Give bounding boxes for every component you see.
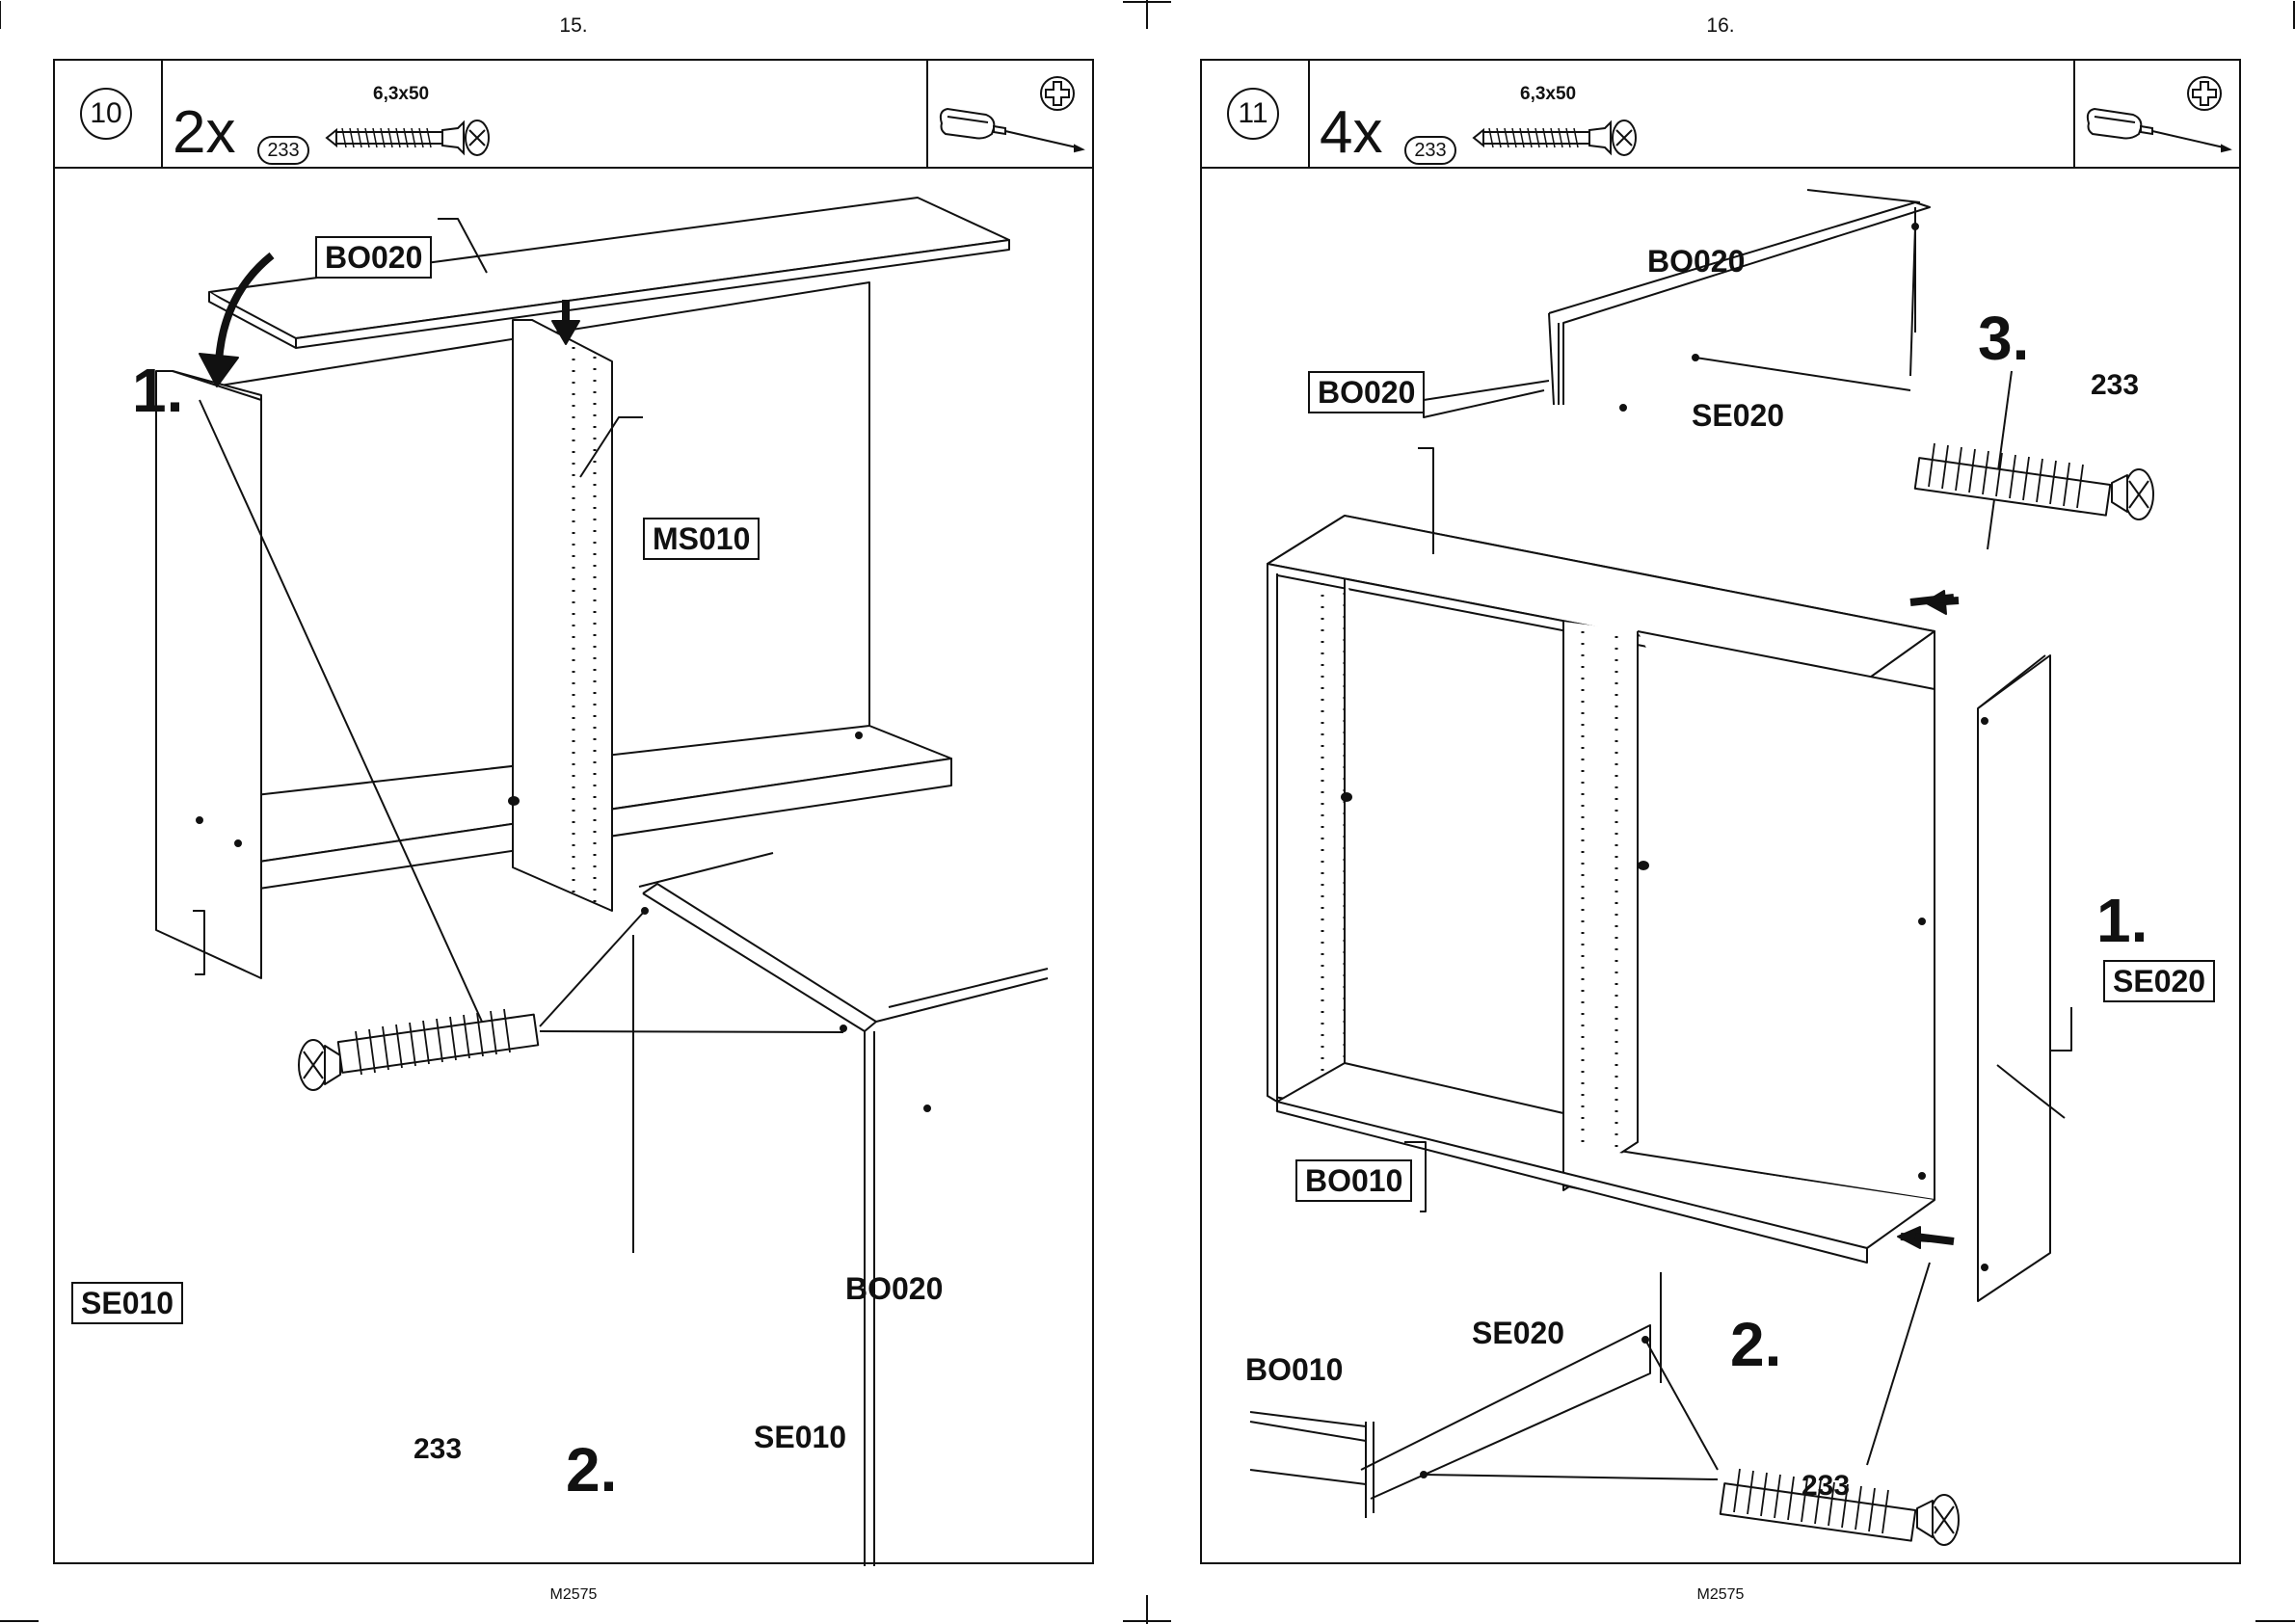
detail-label-top-top: BO020 <box>1647 244 1745 279</box>
screwdriver-icon <box>941 109 1082 151</box>
phillips-head-icon <box>2188 77 2221 110</box>
detail-label-top: BO020 <box>845 1271 943 1306</box>
detail-label-bottom-bottom: BO010 <box>1245 1352 1343 1387</box>
screw-size: 6,3x50 <box>1520 84 1576 105</box>
assembly-drawing <box>55 169 1094 1564</box>
quantity: 4x <box>1320 103 1382 163</box>
label-side-panel: SE020 <box>2103 960 2215 1002</box>
step-number-cell: 11 <box>1202 61 1310 167</box>
step-number: 10 <box>80 88 132 140</box>
page-number: 15. <box>477 14 670 38</box>
footer-code: M2575 <box>477 1586 670 1604</box>
sub-step-2: 2. <box>566 1439 617 1501</box>
step-panel-11: 11 4x 233 6,3x50 <box>1200 59 2241 1564</box>
sub-step-3: 3. <box>1978 307 2029 369</box>
tool-cell <box>926 61 1092 167</box>
sub-step-2: 2. <box>1730 1314 1781 1375</box>
quantity: 2x <box>173 103 235 163</box>
screw-icon <box>323 109 535 167</box>
detail-label-top-screw: 233 <box>2091 369 2139 402</box>
detail-label-bottom-side: SE020 <box>1472 1316 1564 1350</box>
detail-label-top-side: SE020 <box>1692 398 1784 433</box>
screw-icon <box>299 1009 538 1090</box>
screw-icon <box>1915 443 2153 519</box>
screw-size: 6,3x50 <box>373 84 429 105</box>
sub-step-1: 1. <box>2096 890 2148 951</box>
step-panel-10: 10 2x 233 6,3x50 <box>53 59 1094 1564</box>
screw-icon <box>1470 109 1682 167</box>
tool-cell <box>2073 61 2239 167</box>
footer-code: M2575 <box>1624 1586 1817 1604</box>
screwdriver-icon <box>2088 109 2229 151</box>
detail-label-side: SE010 <box>754 1420 846 1454</box>
phillips-head-icon <box>1041 77 1074 110</box>
step-header: 11 4x 233 6,3x50 <box>1202 61 2239 169</box>
label-bottom-panel: BO010 <box>1295 1159 1412 1202</box>
page-number: 16. <box>1624 14 1817 38</box>
label-top-panel: BO020 <box>315 236 432 279</box>
step-header: 10 2x 233 6,3x50 <box>55 61 1092 169</box>
sub-step-1: 1. <box>132 359 183 421</box>
part-code-badge: 233 <box>1404 136 1456 165</box>
label-top-panel: BO020 <box>1308 371 1425 413</box>
part-code-badge: 233 <box>257 136 309 165</box>
detail-label-screw: 233 <box>414 1433 462 1466</box>
step-number-cell: 10 <box>55 61 163 167</box>
label-side-panel: SE010 <box>71 1282 183 1324</box>
detail-label-bottom-screw: 233 <box>1801 1470 1850 1503</box>
label-middle-panel: MS010 <box>643 518 760 560</box>
step-number: 11 <box>1227 88 1279 140</box>
